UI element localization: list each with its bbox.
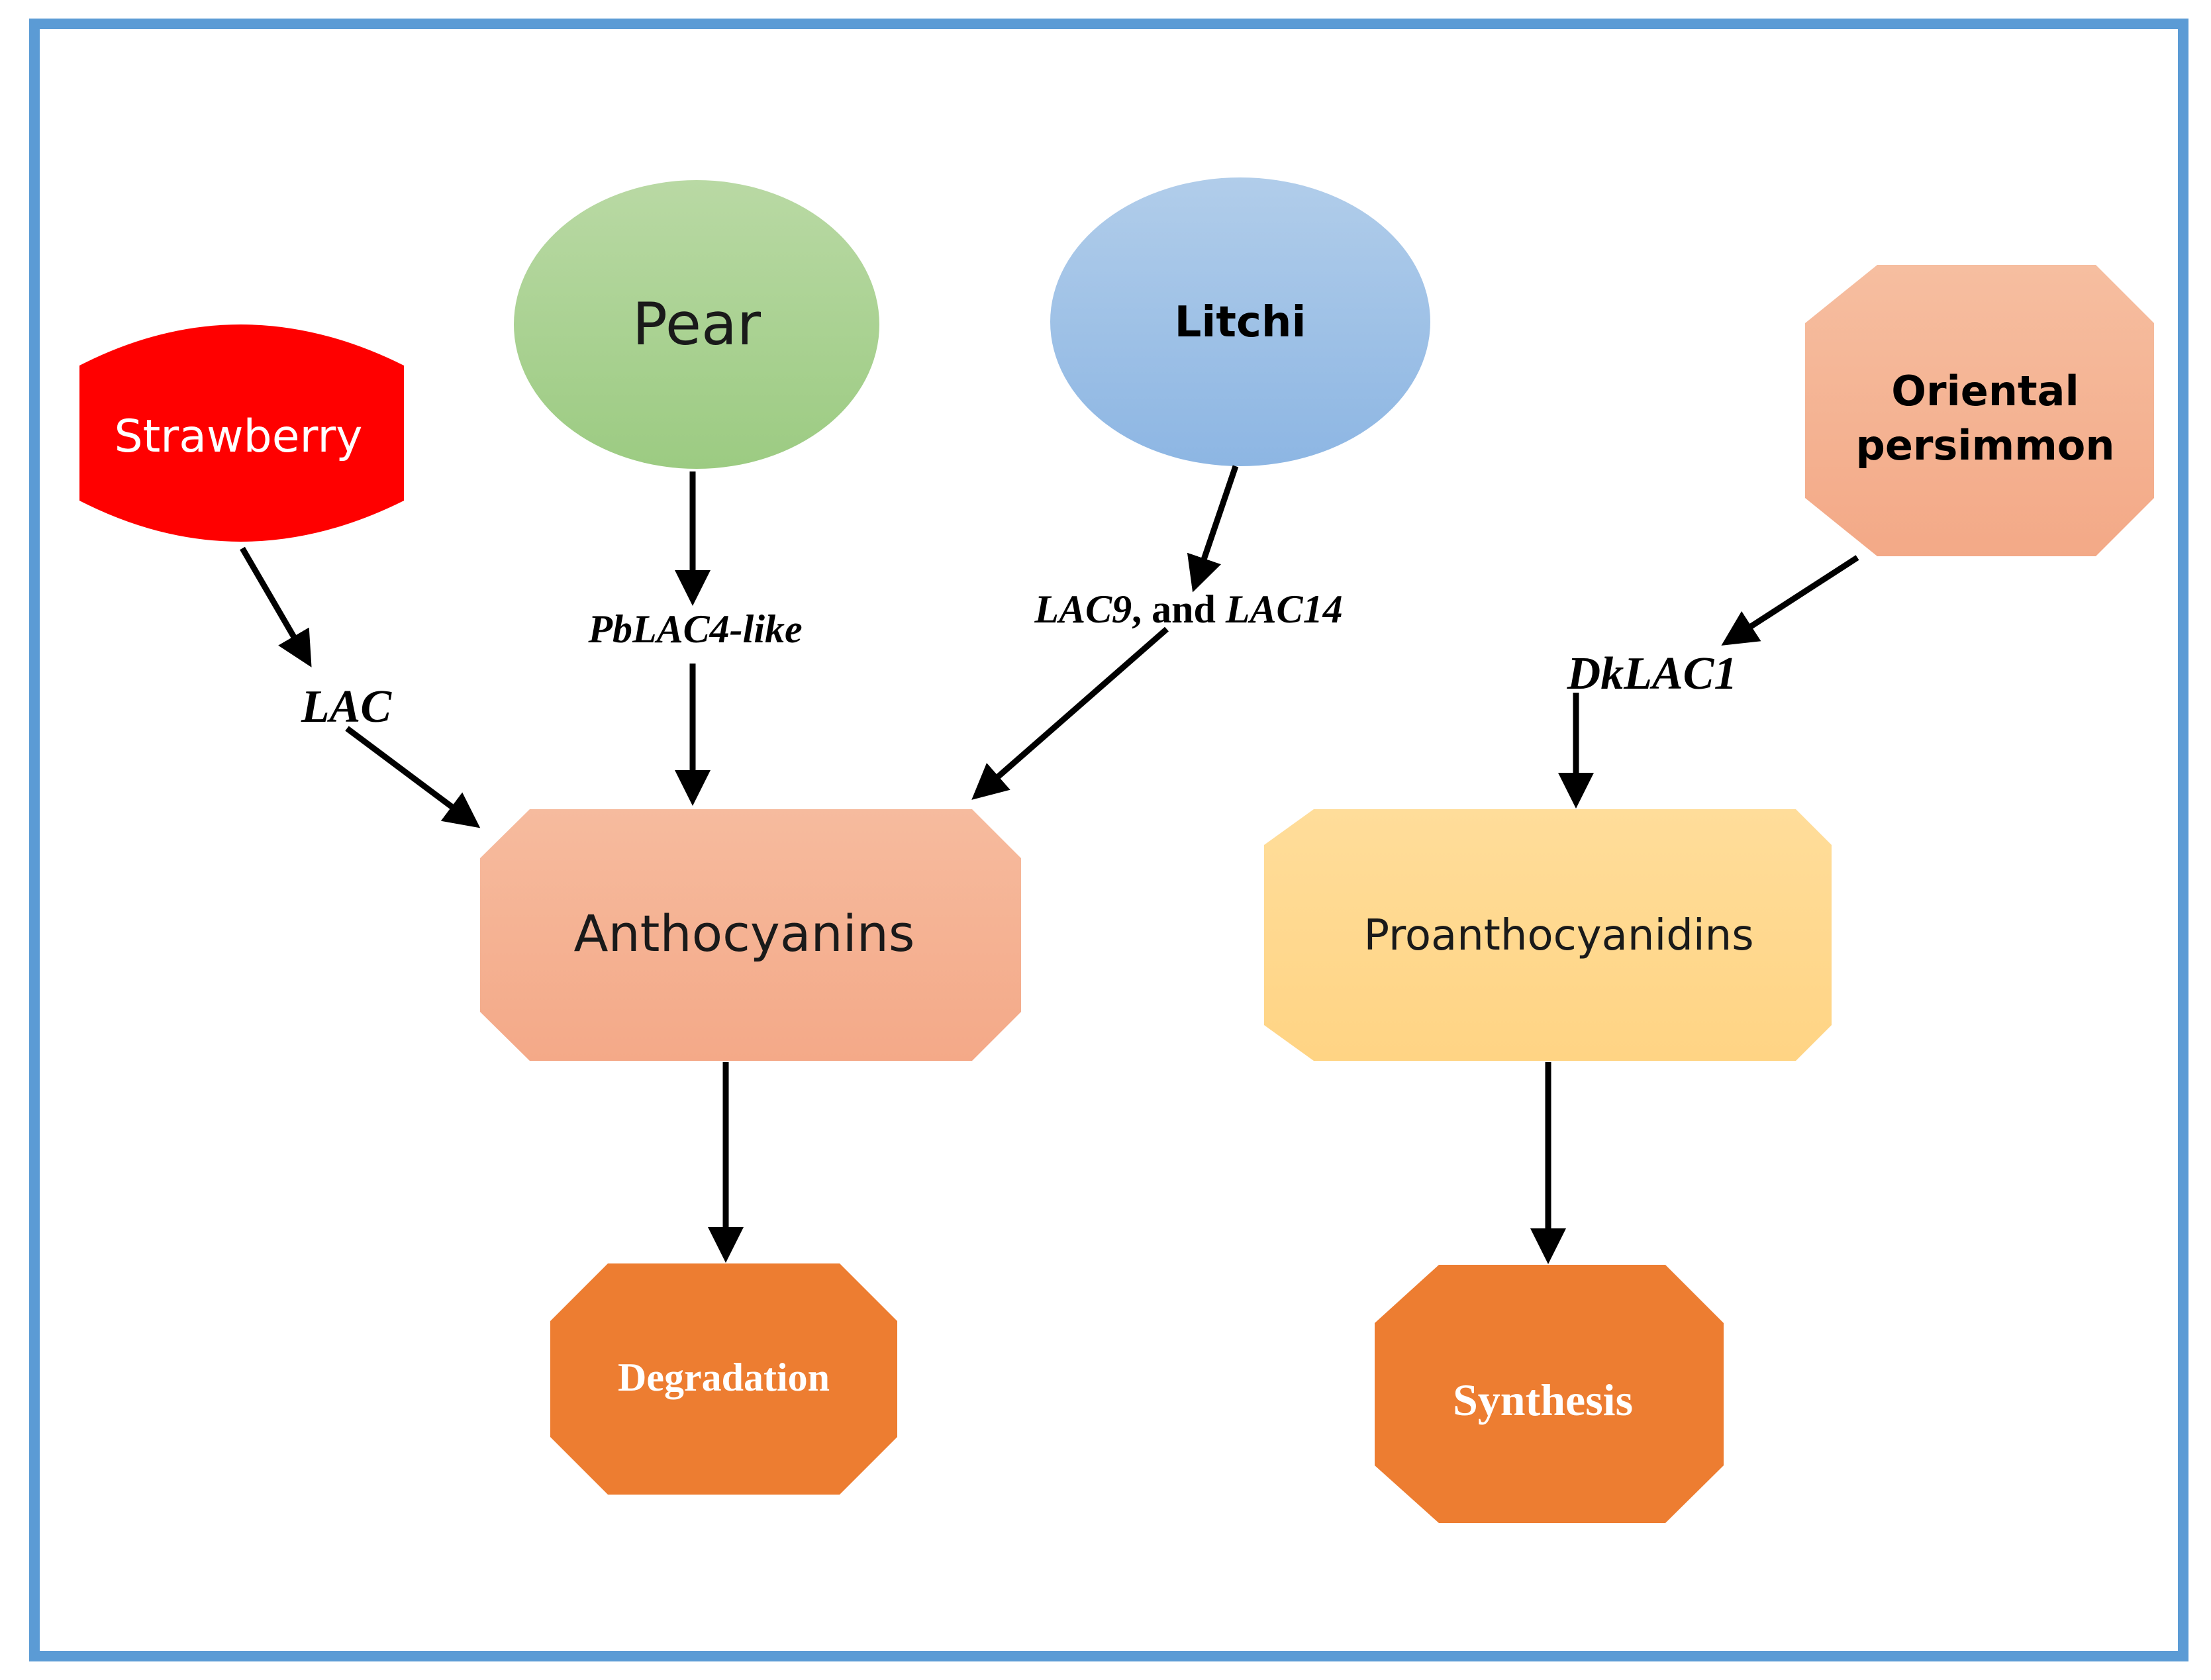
persimmon-shape <box>1805 265 2154 556</box>
node-pear: Pear <box>514 180 879 469</box>
gene-label-lac: LAC <box>301 681 392 732</box>
persimmon-label-line2: persimmon <box>1855 421 2114 469</box>
node-litchi: Litchi <box>1050 177 1430 466</box>
gene-lac-joiner: , and <box>1132 587 1226 631</box>
gene-label-lac9-lac14: LAC9, and LAC14 <box>1034 587 1342 631</box>
anthocyanins-shape <box>480 809 1021 1061</box>
pear-shape <box>514 180 879 469</box>
node-strawberry: Strawberry <box>79 324 404 542</box>
gene-lac14: LAC14 <box>1225 587 1343 631</box>
arrow-litchi-to-lac9 <box>1187 465 1239 593</box>
degradation-label: Degradation <box>618 1356 830 1399</box>
gene-label-pblac4-like: PbLAC4-like <box>587 607 802 651</box>
node-oriental-persimmon: Oriental persimmon <box>1805 265 2154 556</box>
litchi-label: Litchi <box>1175 298 1306 347</box>
arrow-lac9-to-anthocyanins <box>971 626 1169 800</box>
proanthocyanidins-shape <box>1264 809 1832 1061</box>
node-synthesis: Synthesis <box>1375 1265 1724 1523</box>
synthesis-label: Synthesis <box>1453 1375 1633 1425</box>
degradation-shape <box>550 1263 897 1495</box>
gene-label-dklac1: DkLAC1 <box>1567 648 1738 699</box>
gene-lac9: LAC9 <box>1034 587 1132 631</box>
synthesis-shape <box>1375 1265 1724 1523</box>
node-anthocyanins: Anthocyanins <box>480 809 1021 1061</box>
strawberry-label: Strawberry <box>114 411 362 463</box>
strawberry-shape <box>79 324 404 542</box>
arrow-persimmon-to-dklac <box>1721 555 1859 646</box>
persimmon-label-line1: Oriental <box>1891 367 2079 415</box>
arrow-strawberry-to-lac <box>240 546 312 667</box>
proanthocyanidins-label: Proanthocyanidins <box>1363 911 1753 960</box>
anthocyanins-label: Anthocyanins <box>573 904 914 963</box>
node-proanthocyanidins: Proanthocyanidins <box>1264 809 1832 1061</box>
node-degradation: Degradation <box>550 1263 897 1495</box>
arrow-lac-to-anthocyanins <box>345 726 481 828</box>
litchi-shape <box>1050 177 1430 466</box>
arrows <box>240 465 1859 1264</box>
pear-label: Pear <box>632 290 762 358</box>
